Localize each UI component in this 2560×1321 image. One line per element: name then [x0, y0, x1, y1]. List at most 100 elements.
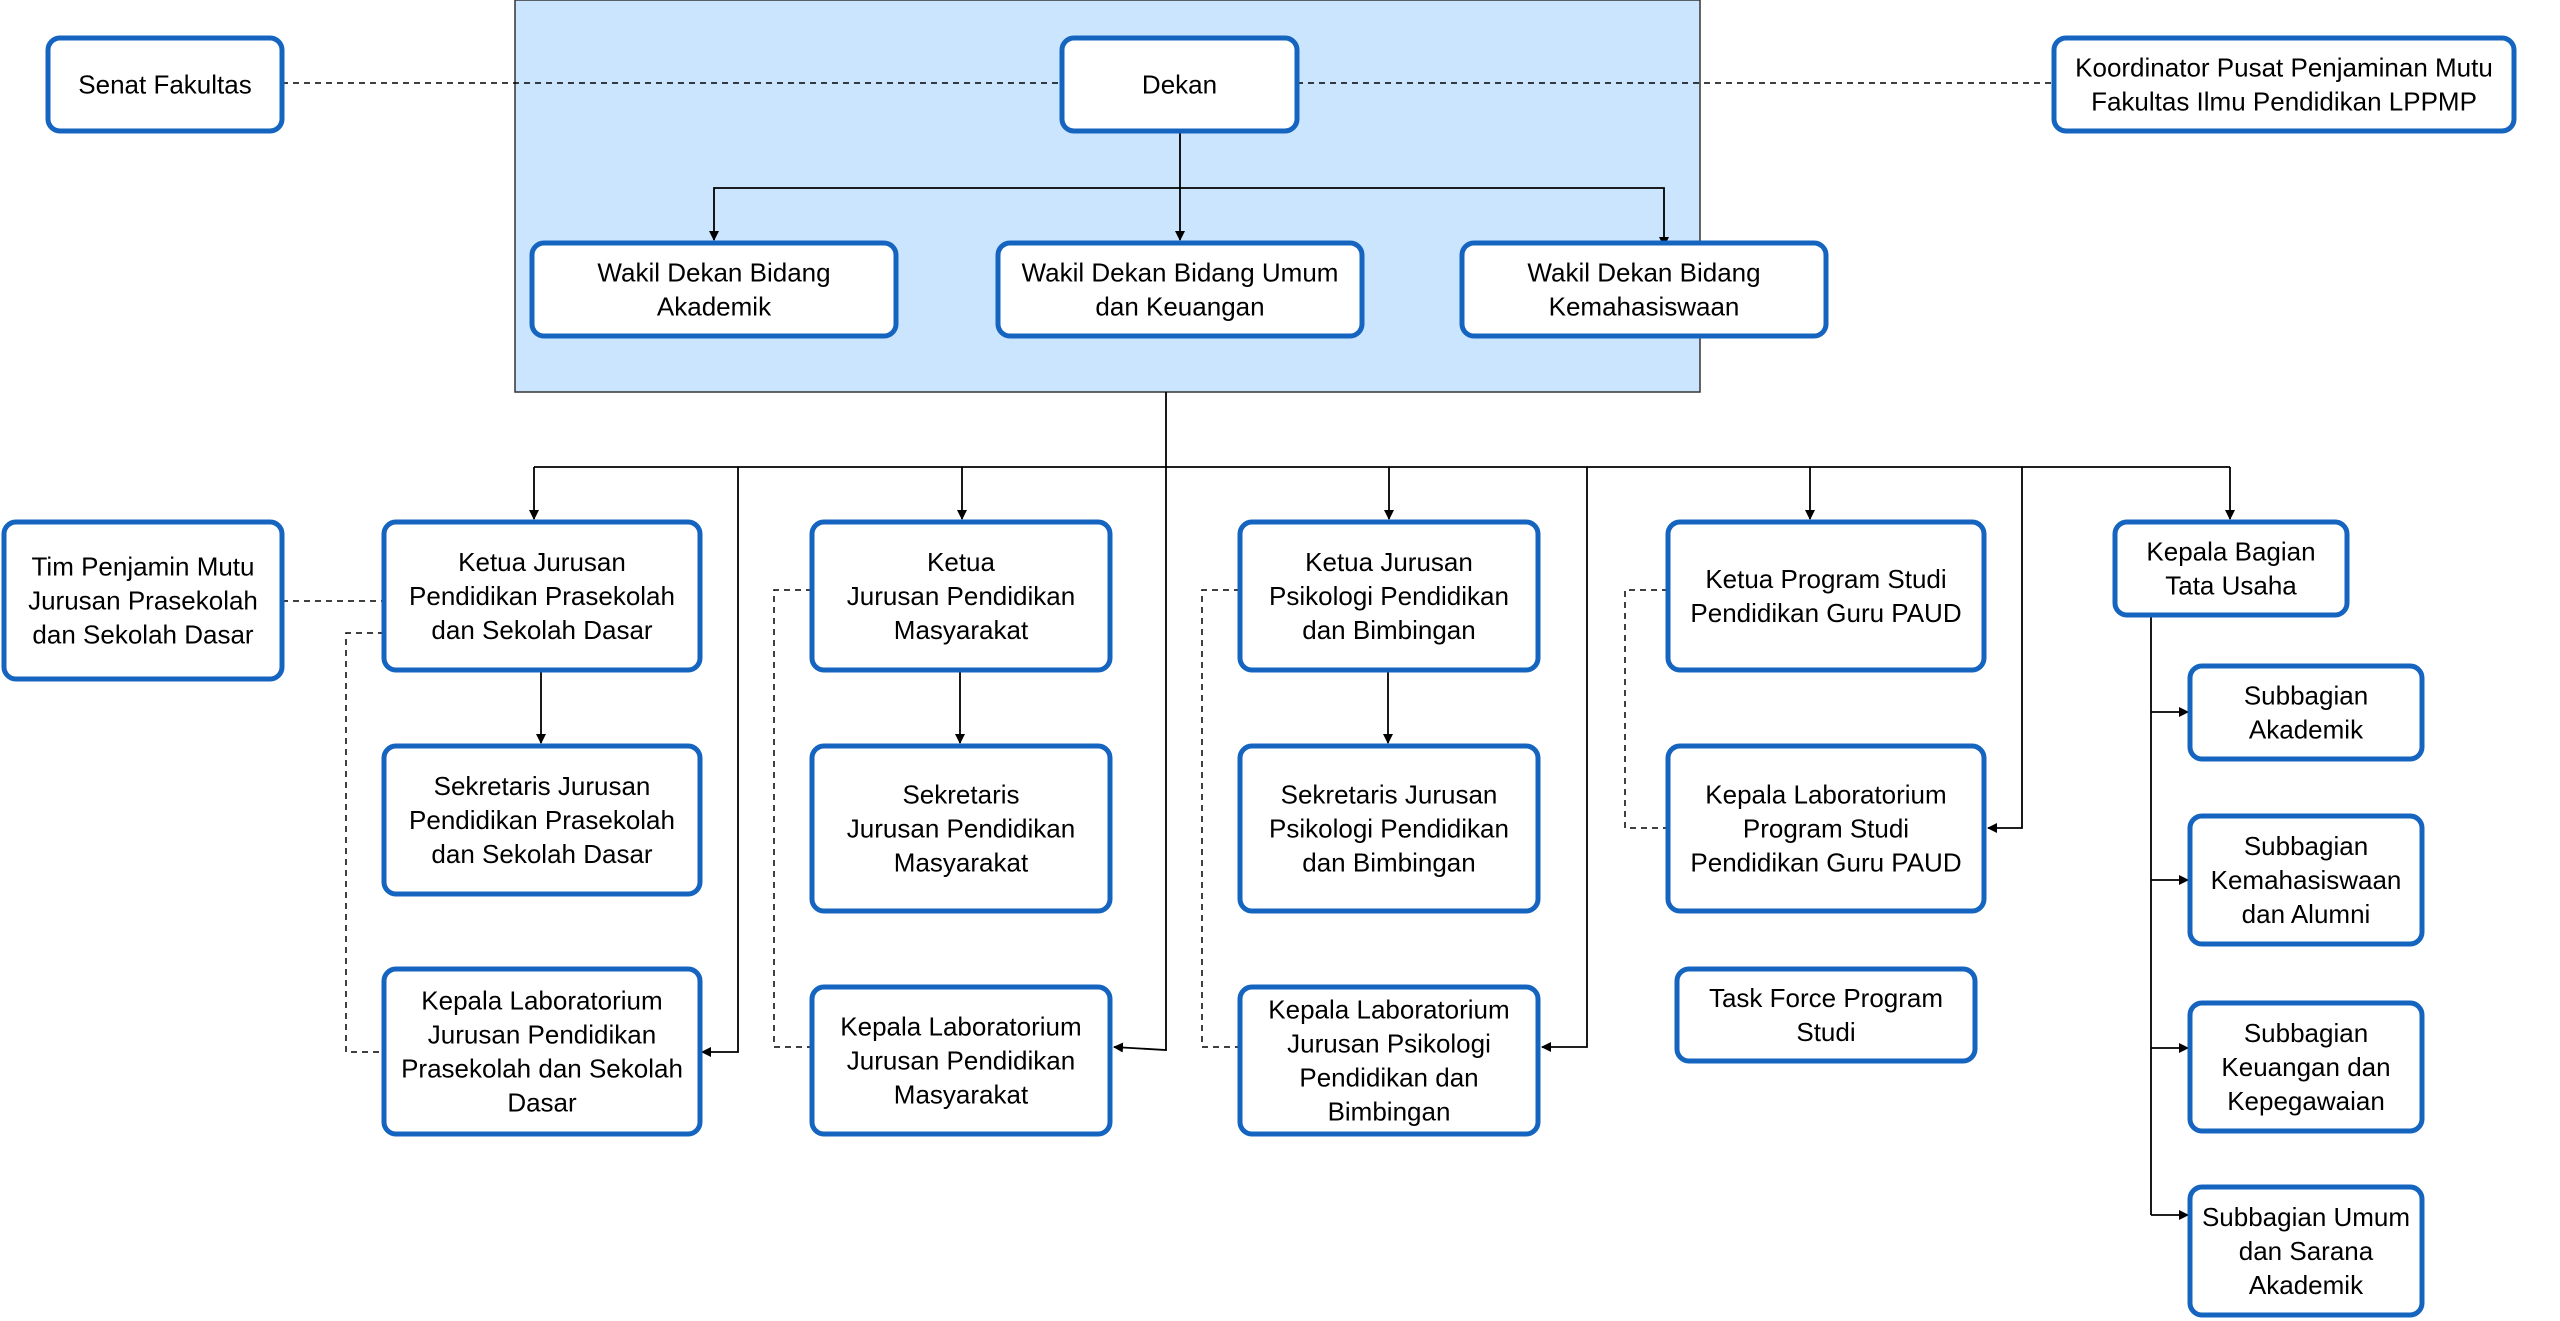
node-label-line: Subbagian: [2244, 681, 2368, 711]
node-box: [1665, 519, 1987, 673]
node-box: [2187, 813, 2425, 947]
node-koordinator-penjaminan-mutu: Koordinator Pusat Penjaminan MutuFakulta…: [2051, 35, 2517, 134]
node-label-line: Jurusan Pendidikan: [847, 581, 1075, 611]
node-label-line: dan Sekolah Dasar: [431, 839, 652, 869]
node-label-line: Studi: [1796, 1017, 1855, 1047]
node-label-line: Prasekolah dan Sekolah: [401, 1054, 683, 1084]
dashed-lines: [282, 82, 2054, 1053]
node-label-line: Jurusan Prasekolah: [28, 586, 258, 616]
node-label-line: Pendidikan Prasekolah: [409, 581, 675, 611]
node-label-line: Subbagian Umum: [2202, 1202, 2410, 1232]
node-label-line: Jurusan Pendidikan: [847, 814, 1075, 844]
node-box: [809, 743, 1113, 914]
node-label-line: Keuangan dan: [2221, 1052, 2390, 1082]
node-label-line: Kepala Laboratorium: [1705, 780, 1946, 810]
node-label-line: Akademik: [2249, 715, 2364, 745]
node-label-line: Kepegawaian: [2227, 1086, 2385, 1116]
node-label-line: Kemahasiswaan: [1549, 292, 1740, 322]
node-box: [1459, 240, 1829, 339]
node-label-line: Wakil Dekan Bidang Umum: [1022, 258, 1339, 288]
node-label-line: Psikologi Pendidikan: [1269, 581, 1509, 611]
node-label-line: Dasar: [507, 1088, 577, 1118]
node-label-line: dan Bimbingan: [1302, 848, 1475, 878]
node-label-line: Ketua Jurusan: [1305, 547, 1473, 577]
node-label-line: Ketua Jurusan: [458, 547, 626, 577]
node-box: [1, 519, 285, 682]
node-label-line: Masyarakat: [894, 1080, 1029, 1110]
node-label-line: Jurusan Psikologi: [1287, 1029, 1491, 1059]
node-label-line: Akademik: [657, 292, 772, 322]
node-box: [1237, 984, 1541, 1137]
node-box: [2187, 1000, 2425, 1134]
node-label-line: Dekan: [1142, 70, 1217, 100]
node-label-line: dan Alumni: [2242, 899, 2371, 929]
node-box: [809, 519, 1113, 673]
node-label-line: Tim Penjamin Mutu: [32, 552, 255, 582]
node-box: [381, 743, 703, 897]
node-box: [2187, 663, 2425, 762]
node-label-line: Program Studi: [1743, 814, 1909, 844]
node-label-line: Sekretaris: [902, 780, 1019, 810]
node-box: [809, 984, 1113, 1137]
node-label-line: Pendidikan Prasekolah: [409, 805, 675, 835]
node-senat-fakultas: Senat Fakultas: [45, 35, 285, 134]
node-box: [1674, 966, 1978, 1064]
node-box: [381, 966, 703, 1137]
node-label-line: Subbagian: [2244, 1018, 2368, 1048]
node-label-line: Wakil Dekan Bidang: [1527, 258, 1760, 288]
node-box: [2112, 519, 2350, 618]
node-box: [529, 240, 899, 339]
node-label-line: dan Sekolah Dasar: [32, 620, 253, 650]
node-box: [1237, 519, 1541, 673]
node-label-line: Masyarakat: [894, 848, 1029, 878]
node-label-line: dan Bimbingan: [1302, 615, 1475, 645]
node-label-line: Masyarakat: [894, 615, 1029, 645]
node-label-line: Pendidikan dan: [1299, 1063, 1478, 1093]
node-label-line: dan Keuangan: [1095, 292, 1264, 322]
node-label-line: Sekretaris Jurusan: [434, 771, 651, 801]
node-label-line: Senat Fakultas: [78, 70, 251, 100]
node-box: [45, 35, 285, 134]
node-label-line: Psikologi Pendidikan: [1269, 814, 1509, 844]
node-label-line: Pendidikan Guru PAUD: [1690, 848, 1961, 878]
node-label-line: Kepala Bagian: [2146, 537, 2315, 567]
node-label-line: Ketua Program Studi: [1705, 564, 1946, 594]
node-dekan: Dekan: [1059, 35, 1300, 134]
node-label-line: Fakultas Ilmu Pendidikan LPPMP: [2091, 87, 2477, 117]
node-label-line: Kemahasiswaan: [2211, 865, 2402, 895]
node-box: [381, 519, 703, 673]
node-label-line: dan Sekolah Dasar: [431, 615, 652, 645]
node-box: [2187, 1184, 2425, 1318]
connector-lines: [529, 130, 2235, 1220]
node-wakil-dekan-umum-keuangan: Wakil Dekan Bidang Umum dan Keuangan: [995, 240, 1365, 339]
node-label-line: Wakil Dekan Bidang: [597, 258, 830, 288]
node-box: [1237, 743, 1541, 914]
node-label-line: Subbagian: [2244, 831, 2368, 861]
node-box: [2051, 35, 2517, 134]
node-label-line: Kepala Laboratorium: [421, 986, 662, 1016]
node-label-line: Task Force Program: [1709, 983, 1943, 1013]
node-label-line: Bimbingan: [1328, 1097, 1451, 1127]
node-label-line: Akademik: [2249, 1270, 2364, 1300]
node-label-line: Ketua: [927, 547, 995, 577]
